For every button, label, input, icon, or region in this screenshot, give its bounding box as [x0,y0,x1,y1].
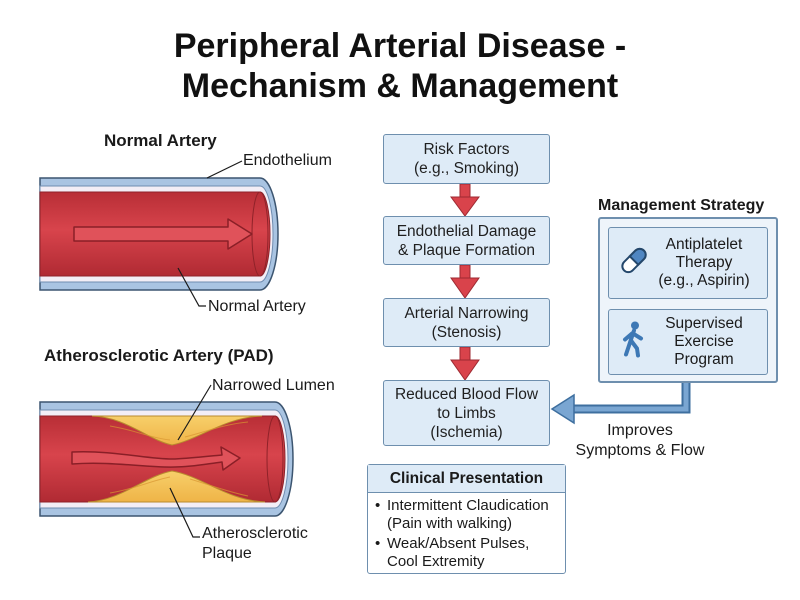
list-item-line: Intermittent Claudication [387,497,549,514]
list-item-line: (Pain with walking) [387,515,513,532]
management-arrow-icon [550,383,691,425]
atherosclerotic-artery-illustration [39,384,294,538]
clinical-presentation-list: Intermittent Claudication (Pain with wal… [368,493,565,571]
blood-flow-arrow-icon [73,218,253,250]
management-item-line: Therapy [675,254,733,271]
flow-box-line: & Plaque Formation [398,241,535,259]
flow-box-line: to Limbs [437,404,496,422]
pad-artery-heading: Atherosclerotic Artery (PAD) [44,346,274,365]
list-item: Weak/Absent Pulses, Cool Extremity [375,535,565,571]
flow-box-line: Arterial Narrowing [404,304,529,322]
clinical-presentation-box: Clinical Presentation Intermittent Claud… [367,464,566,574]
flow-box-line: Reduced Blood Flow [394,385,539,403]
normal-artery-illustration [39,160,279,307]
flow-box-arterial-narrowing: Arterial Narrowing (Stenosis) [383,298,550,347]
plaque-label-line-2: Plaque [202,545,252,562]
management-item-line: Antiplatelet [665,236,743,253]
flow-box-line: Risk Factors [423,141,510,158]
plaque-label: Atherosclerotic Plaque [202,524,308,564]
management-item-exercise: Supervised Exercise Program [608,309,768,375]
endothelium-label: Endothelium [243,152,332,169]
improves-label-line-2: Symptoms & Flow [575,442,705,459]
page-title: Peripheral Arterial Disease - Mechanism … [0,26,800,106]
management-item-line: (e.g., Aspirin) [658,272,750,289]
improves-label-line-1: Improves [607,422,673,439]
normal-artery-label: Normal Artery [208,298,306,315]
flow-box-line: (e.g., Smoking) [413,160,520,177]
title-line-2: Mechanism & Management [181,67,619,105]
flow-box-reduced-blood-flow: Reduced Blood Flow to Limbs (Ischemia) [383,380,550,446]
flow-box-risk-factors: Risk Factors (e.g., Smoking) [383,134,550,184]
walking-person-icon [617,321,651,364]
management-heading: Management Strategy [598,197,765,214]
list-item: Intermittent Claudication (Pain with wal… [375,497,565,533]
improves-label: Improves Symptoms & Flow [575,421,705,461]
flow-arrow-down-icon [450,183,480,217]
normal-artery-heading: Normal Artery [104,131,217,150]
flow-box-endothelial-damage: Endothelial Damage & Plaque Formation [383,216,550,265]
management-item-line: Supervised [665,315,743,332]
management-panel: Antiplatelet Therapy (e.g., Aspirin) Sup… [598,217,778,383]
flow-box-line: Endothelial Damage [396,222,537,240]
flow-arrow-down-icon [450,346,480,381]
flow-box-line: (Ischemia) [430,423,503,441]
plaque-label-line-1: Atherosclerotic [202,525,308,542]
management-item-line: Program [674,351,734,368]
management-item-line: Exercise [674,333,734,350]
title-line-1: Peripheral Arterial Disease - [173,27,627,65]
flow-box-line: (Stenosis) [431,323,502,341]
flow-arrow-down-icon [450,264,480,299]
list-item-line: Cool Extremity [387,553,485,570]
pill-icon [617,244,651,283]
list-item-line: Weak/Absent Pulses, [387,535,530,552]
flow-arrows [450,183,480,381]
narrowed-lumen-label: Narrowed Lumen [212,377,335,394]
management-item-antiplatelet: Antiplatelet Therapy (e.g., Aspirin) [608,227,768,299]
restricted-flow-arrow-icon [71,446,241,471]
clinical-presentation-heading: Clinical Presentation [368,465,565,493]
